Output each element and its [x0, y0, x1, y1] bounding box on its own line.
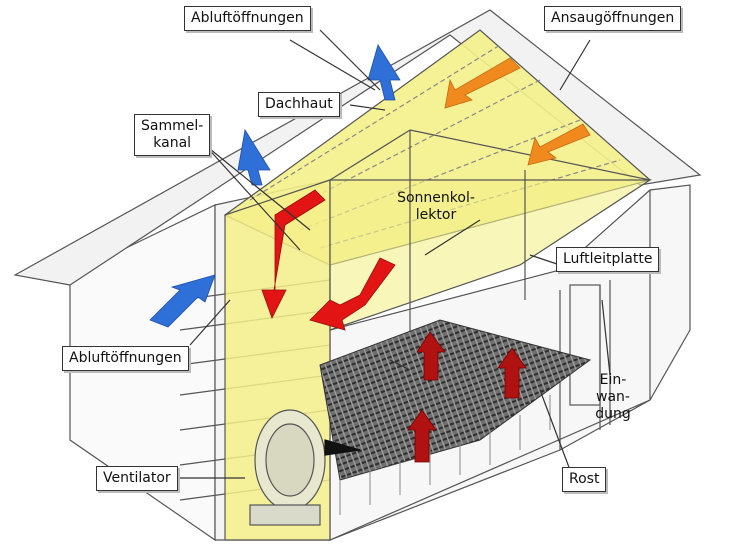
- fan: [249, 409, 361, 526]
- label-dachhaut: Dachhaut: [258, 92, 340, 117]
- label-einwandung-line1: Ein-: [599, 372, 627, 388]
- label-ansaug-text: Ansaugöffnungen: [551, 10, 675, 26]
- label-abluft-left: Abluftöffnungen: [62, 346, 189, 371]
- label-sonnenkollektor: Sonnenkol- lektor: [388, 190, 484, 224]
- intake-arrows: [444, 57, 591, 166]
- label-ansaug: Ansaugöffnungen: [544, 6, 682, 31]
- label-luftleitplatte-text: Luftleitplatte: [563, 251, 653, 267]
- label-luftleitplatte: Luftleitplatte: [556, 247, 660, 272]
- label-ventilator-text: Ventilator: [103, 470, 171, 486]
- label-abluft-top: Abluftöffnungen: [184, 6, 311, 31]
- label-sonnenkollektor-line1: Sonnenkol-: [397, 190, 475, 206]
- label-dachhaut-text: Dachhaut: [265, 96, 333, 112]
- exhaust-arrows: [149, 44, 401, 328]
- grate-supports: [339, 395, 551, 515]
- internal-arrows: [261, 189, 396, 331]
- label-abluft-top-text: Abluftöffnungen: [191, 10, 304, 26]
- label-sammelkanal-line1: Sammel-: [141, 118, 204, 134]
- grate: [319, 319, 592, 481]
- label-sammelkanal-line2: kanal: [153, 135, 192, 151]
- label-einwandung-line2: wan-: [596, 389, 630, 405]
- label-einwandung: Ein- wan- dung: [588, 372, 638, 423]
- label-sammelkanal: Sammel- kanal: [134, 114, 211, 156]
- rising-air-arrows: [407, 331, 527, 463]
- label-rost-text: Rost: [569, 471, 600, 487]
- label-abluft-left-text: Abluftöffnungen: [69, 350, 182, 366]
- label-rost: Rost: [562, 467, 607, 492]
- leader-lines: [180, 29, 611, 479]
- label-sonnenkollektor-line2: lektor: [415, 207, 457, 223]
- label-ventilator: Ventilator: [96, 466, 178, 491]
- label-einwandung-line3: dung: [595, 406, 631, 422]
